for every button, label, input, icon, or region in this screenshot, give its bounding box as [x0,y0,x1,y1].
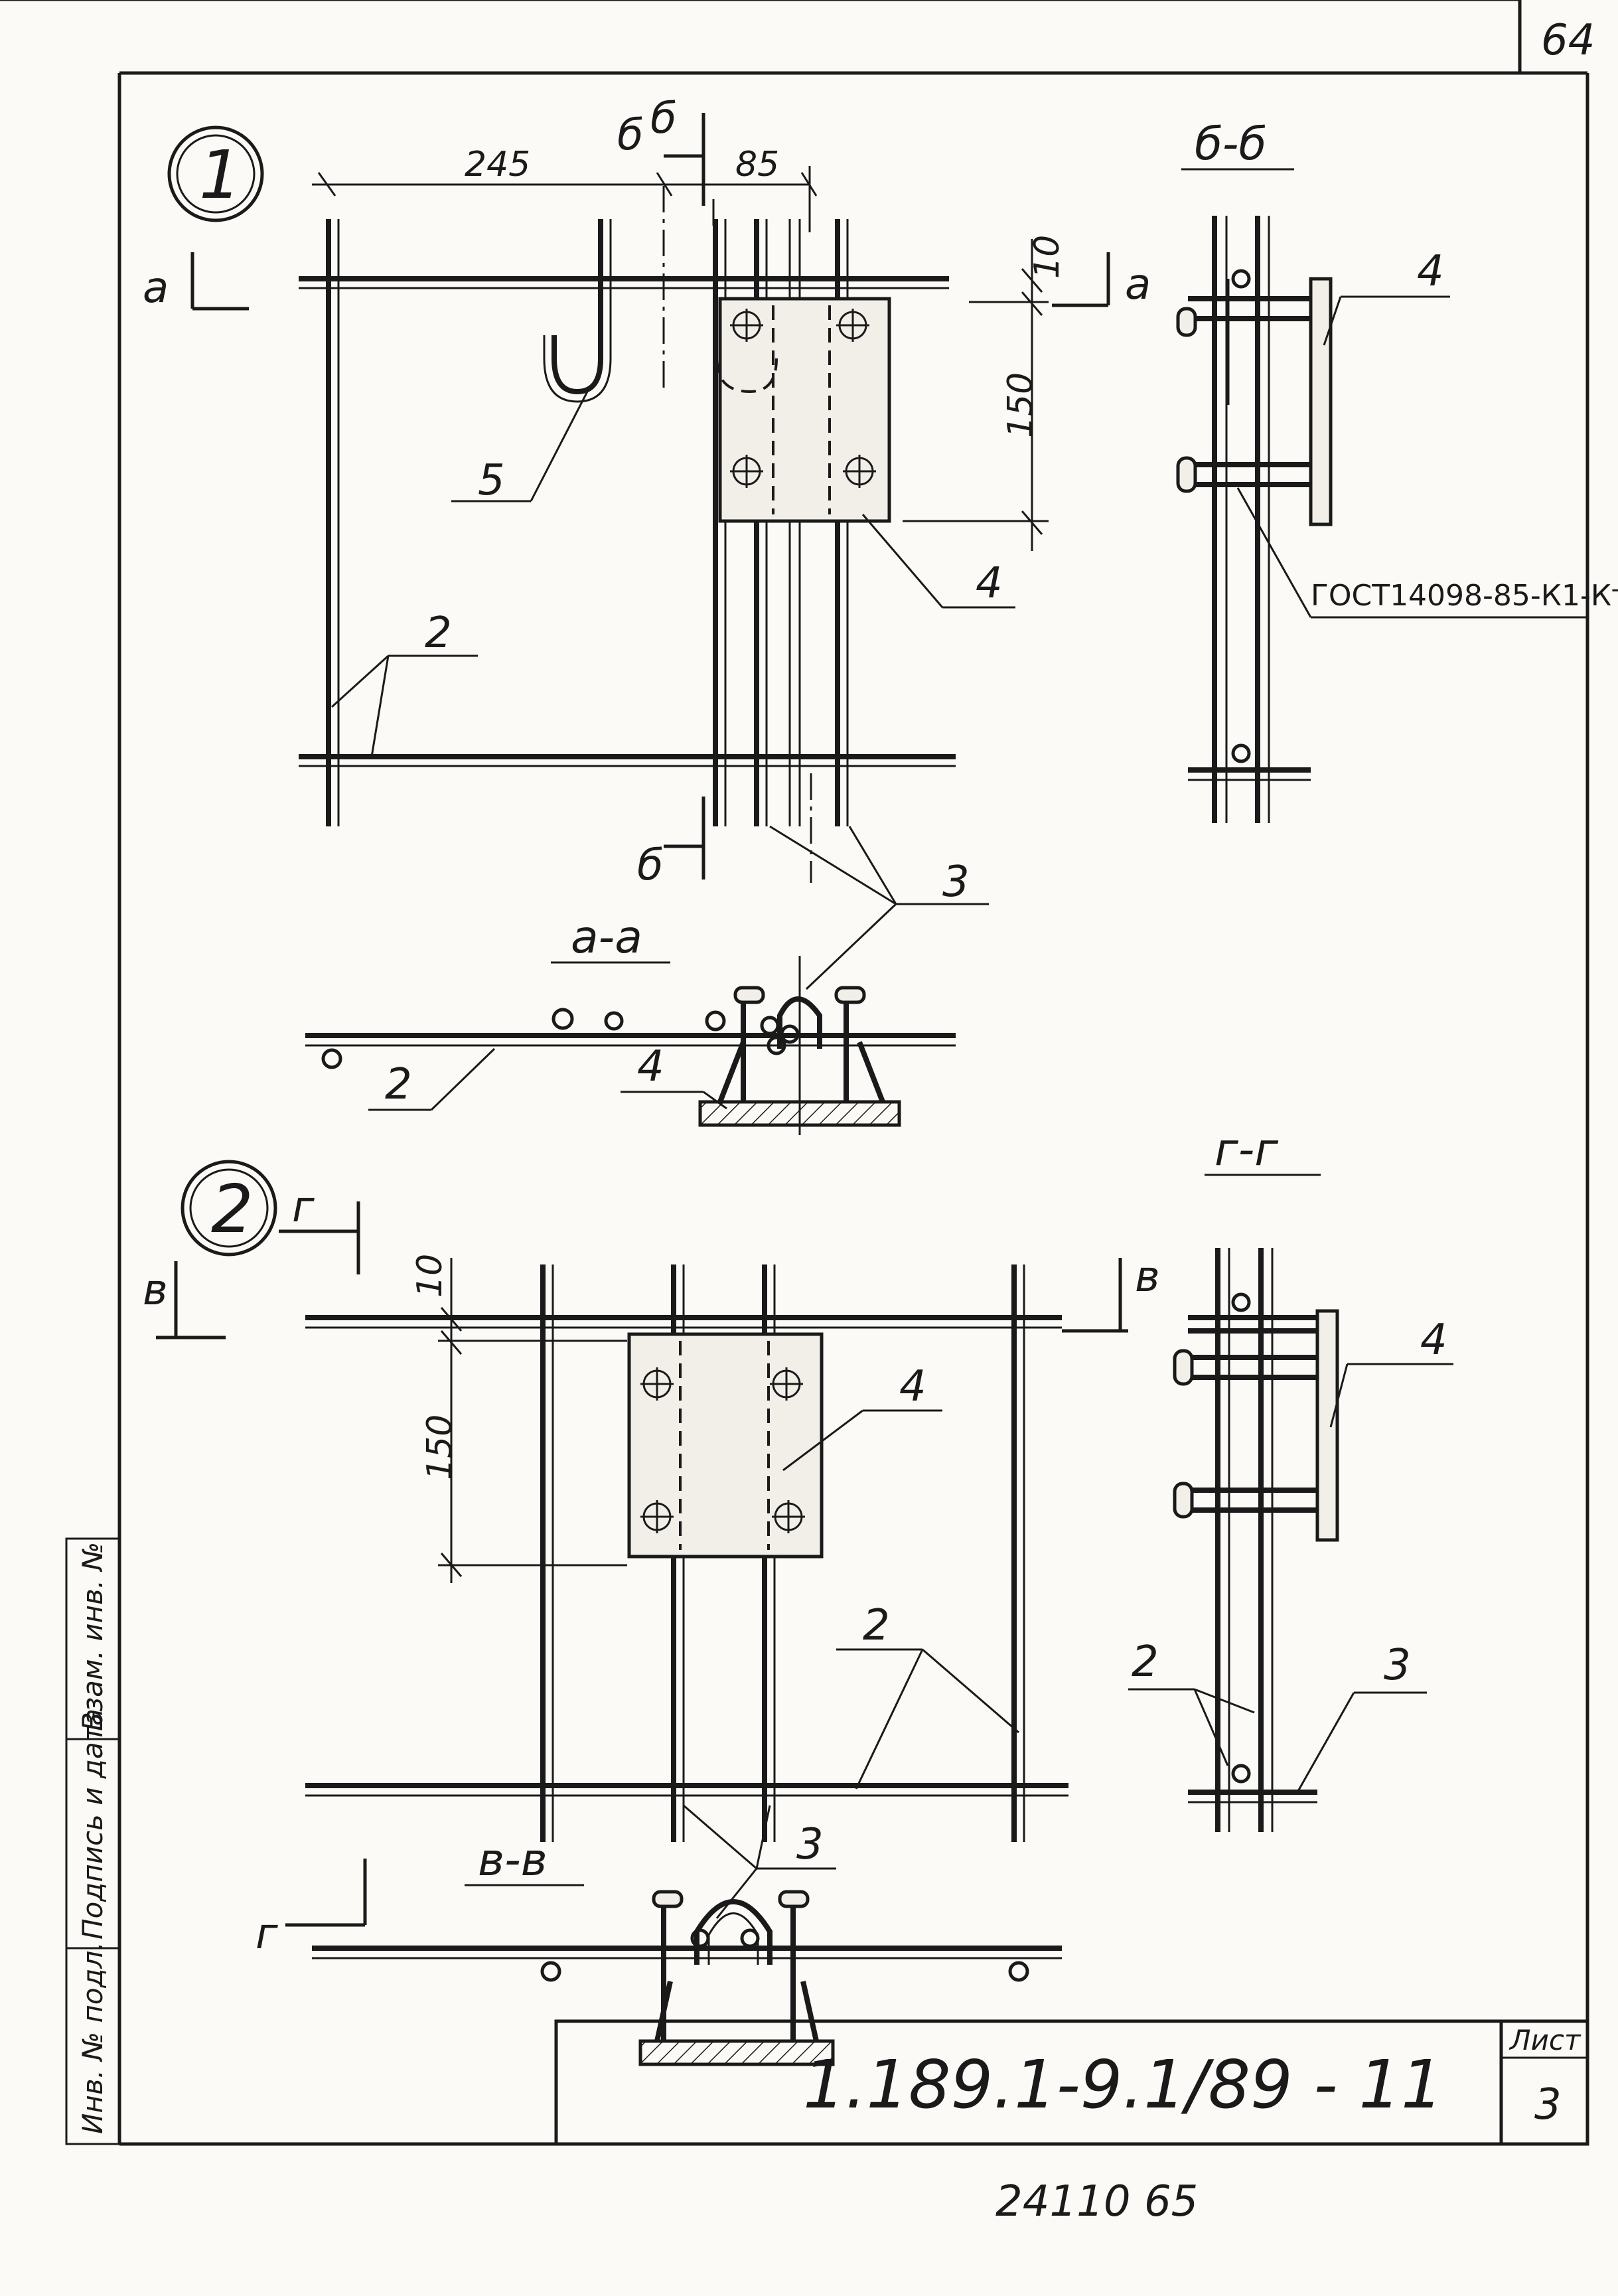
dim-10-node1: 10 [1027,235,1067,279]
cut-a-right: а [1125,260,1151,309]
section-bb-label-4: 4 [1417,247,1444,296]
cut-a-left: а [143,264,169,313]
title-block: 1.189.1-9.1/89 - 11 Лист 3 [554,2019,1589,2146]
section-gg-label-2: 2 [1132,1638,1159,1687]
section-gg-title: г-г [1214,1124,1279,1176]
dim-150-node2: 150 [420,1415,460,1480]
section-gg-label-4: 4 [1420,1316,1447,1365]
stud-marks [730,309,876,488]
stamp-vzam-inv: Взам. инв. № [76,1542,109,1731]
cut-b-top-2: б [650,94,676,143]
stamp-inv-podl: Инв. № подл. [76,1942,109,2134]
section-aa-title: а-а [571,911,642,964]
dim-245: 245 [465,145,530,185]
title-sheet-label: Лист [1508,2024,1581,2056]
title-sheet-value: 3 [1534,2080,1562,2129]
section-aa-label-4: 4 [637,1042,664,1091]
node1-label-3: 3 [942,858,970,907]
node2-label-2: 2 [863,1601,890,1650]
cut-b-bottom: б [637,841,663,890]
dim-150-node1: 150 [1001,372,1041,438]
node-1-number: 1 [199,136,242,214]
cut-v-left: в [143,1266,168,1315]
bottom-number: 24110 65 [995,2177,1198,2226]
section-vv-title: в-в [478,1834,548,1886]
section-gg: г-г 4 2 3 [1128,1124,1453,1832]
title-designation: 1.189.1-9.1/89 - 11 [803,2046,1443,2123]
node-1: 1 [143,94,1151,990]
cut-g-bottom: г [256,1910,278,1959]
side-stamp: Инв. № подл. Подпись и дата Взам. инв. № [65,1537,121,2145]
node2-label-4: 4 [899,1362,926,1411]
section-gg-label-3: 3 [1384,1641,1411,1690]
gost-reference: ГОСТ14098-85-К1-Кт [1311,579,1618,613]
cut-g-top: г [292,1183,315,1232]
node1-label-5: 5 [478,456,505,505]
dim-10-node2: 10 [410,1254,450,1298]
cut-b-top: б [617,111,643,160]
node-2-number: 2 [211,1170,254,1248]
dim-85: 85 [735,145,779,185]
section-bb-title: б-б [1195,118,1266,171]
section-aa-label-2: 2 [385,1060,412,1109]
stud-marks-2 [640,1367,805,1533]
node1-label-4: 4 [976,559,1003,608]
section-bb: б-б 4 ГОСТ14098-85-К1-Кт [1176,118,1618,823]
node2-label-3: 3 [796,1820,824,1869]
section-vv: в-в [312,1834,1062,2066]
stamp-podpis-data: Подпись и дата [76,1709,109,1940]
cut-v-right: в [1135,1253,1160,1302]
node-2: 2 10 150 в [143,1160,1160,1959]
sheet-number-top: 64 [1541,16,1595,65]
section-aa: а-а 2 4 [305,911,956,1135]
node1-label-2: 2 [425,609,452,658]
